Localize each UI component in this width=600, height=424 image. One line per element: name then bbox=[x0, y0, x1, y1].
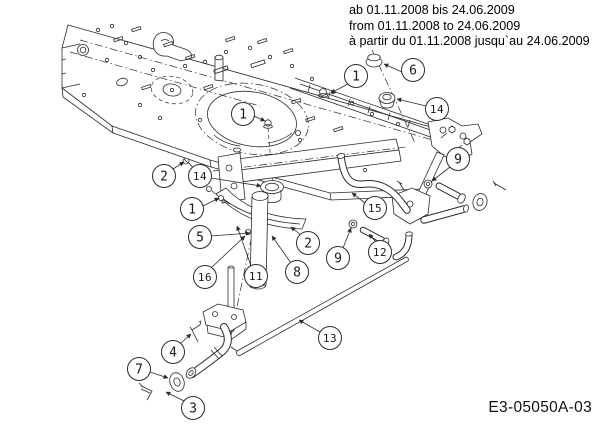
callout-number: 4 bbox=[169, 346, 177, 361]
callout-leader bbox=[236, 225, 252, 267]
callout-number: 13 bbox=[323, 332, 337, 345]
callout-leader bbox=[179, 333, 192, 345]
callout-leader bbox=[298, 319, 321, 333]
callout-number: 9 bbox=[454, 153, 462, 168]
callout-balloon[interactable] bbox=[127, 357, 151, 381]
callout-balloon[interactable] bbox=[285, 260, 309, 284]
callout-2[interactable]: 2 bbox=[152, 161, 185, 188]
callout-3[interactable]: 3 bbox=[165, 391, 205, 420]
callout-balloon[interactable] bbox=[180, 197, 204, 221]
callout-number: 1 bbox=[239, 108, 247, 123]
callout-15[interactable]: 15 bbox=[351, 192, 387, 220]
callout-balloon[interactable] bbox=[363, 196, 387, 220]
callout-leader bbox=[330, 83, 349, 94]
callout-leader bbox=[253, 115, 266, 122]
callout-leader bbox=[172, 161, 185, 170]
callout-leader bbox=[431, 166, 451, 182]
callout-leader bbox=[396, 97, 427, 107]
callout-number: 2 bbox=[160, 170, 168, 185]
tie-rod-drawing bbox=[230, 256, 409, 357]
callout-leader bbox=[342, 227, 352, 249]
callout-balloon[interactable] bbox=[425, 97, 449, 121]
callout-balloon[interactable] bbox=[231, 102, 255, 126]
callout-balloon[interactable] bbox=[193, 265, 217, 289]
hardware-drawing bbox=[138, 179, 507, 401]
steering-shaft-drawing bbox=[182, 157, 269, 346]
callout-1[interactable]: 1 bbox=[180, 197, 220, 221]
callout-balloon[interactable] bbox=[188, 225, 212, 249]
callout-number: 7 bbox=[135, 363, 143, 378]
callout-leader bbox=[210, 235, 246, 269]
callout-number: 11 bbox=[249, 270, 263, 283]
callout-2[interactable]: 2 bbox=[290, 226, 320, 255]
callout-balloon[interactable] bbox=[161, 340, 185, 364]
callout-balloon[interactable] bbox=[344, 64, 368, 88]
callout-balloon[interactable] bbox=[244, 264, 268, 288]
callout-number: 14 bbox=[430, 103, 444, 116]
callout-leader bbox=[351, 192, 366, 204]
callout-number: 6 bbox=[409, 64, 417, 79]
right-bracket-drawing bbox=[336, 53, 483, 261]
callout-number: 16 bbox=[198, 271, 212, 284]
callout-6[interactable]: 6 bbox=[383, 58, 425, 82]
callout-number: 9 bbox=[334, 252, 342, 267]
callout-8[interactable]: 8 bbox=[271, 235, 309, 284]
validity-line-en: from 01.11.2008 to 24.06.2009 bbox=[349, 18, 521, 33]
callout-11[interactable]: 11 bbox=[236, 225, 268, 288]
callout-number: 12 bbox=[373, 246, 387, 259]
callout-leader bbox=[210, 177, 262, 188]
callout-number: 5 bbox=[196, 231, 204, 246]
callout-balloon[interactable] bbox=[446, 147, 470, 171]
callout-balloon[interactable] bbox=[296, 231, 320, 255]
validity-line-de: ab 01.11.2008 bis 24.06.2009 bbox=[349, 3, 515, 17]
callout-leader bbox=[368, 233, 377, 243]
callout-leader bbox=[290, 226, 302, 236]
callout-number: 8 bbox=[293, 266, 301, 281]
callout-balloon[interactable] bbox=[368, 240, 392, 264]
callout-balloon[interactable] bbox=[181, 396, 205, 420]
callout-balloon[interactable] bbox=[401, 58, 425, 82]
callout-number: 2 bbox=[304, 237, 312, 252]
validity-line-fr: à partir du 01.11.2008 jusqu`au 24.06.20… bbox=[349, 34, 590, 49]
callout-5[interactable]: 5 bbox=[188, 225, 251, 249]
drawing-number: E3-05050A-03 bbox=[488, 399, 592, 416]
callout-number: 1 bbox=[352, 70, 360, 85]
callout-number: 14 bbox=[193, 170, 207, 183]
callout-7[interactable]: 7 bbox=[127, 357, 169, 381]
callout-balloon[interactable] bbox=[318, 326, 342, 350]
lower-axle-drawing bbox=[185, 303, 247, 379]
callout-balloon[interactable] bbox=[152, 164, 176, 188]
callout-balloon[interactable] bbox=[188, 164, 212, 188]
callout-4[interactable]: 4 bbox=[161, 333, 192, 364]
callout-number: 3 bbox=[189, 402, 197, 417]
callout-leader bbox=[202, 197, 220, 207]
callout-14[interactable]: 14 bbox=[396, 97, 449, 121]
callout-leader bbox=[383, 63, 403, 73]
validity-text: ab 01.11.2008 bis 24.06.2009 from 01.11.… bbox=[349, 3, 590, 50]
callout-9[interactable]: 9 bbox=[326, 227, 352, 270]
callout-9[interactable]: 9 bbox=[431, 147, 470, 182]
callout-balloon[interactable] bbox=[326, 246, 350, 270]
callout-number: 15 bbox=[368, 202, 382, 215]
callout-leader bbox=[271, 235, 292, 264]
callout-1[interactable]: 1 bbox=[231, 102, 266, 126]
callout-leader bbox=[149, 371, 169, 379]
callout-14[interactable]: 14 bbox=[188, 164, 262, 188]
callout-leader bbox=[210, 230, 251, 237]
callout-16[interactable]: 16 bbox=[193, 235, 246, 289]
callout-12[interactable]: 12 bbox=[368, 233, 392, 264]
callout-1[interactable]: 1 bbox=[330, 64, 368, 94]
callout-13[interactable]: 13 bbox=[298, 319, 342, 350]
callout-number: 1 bbox=[188, 203, 196, 218]
callout-leader bbox=[165, 391, 185, 402]
